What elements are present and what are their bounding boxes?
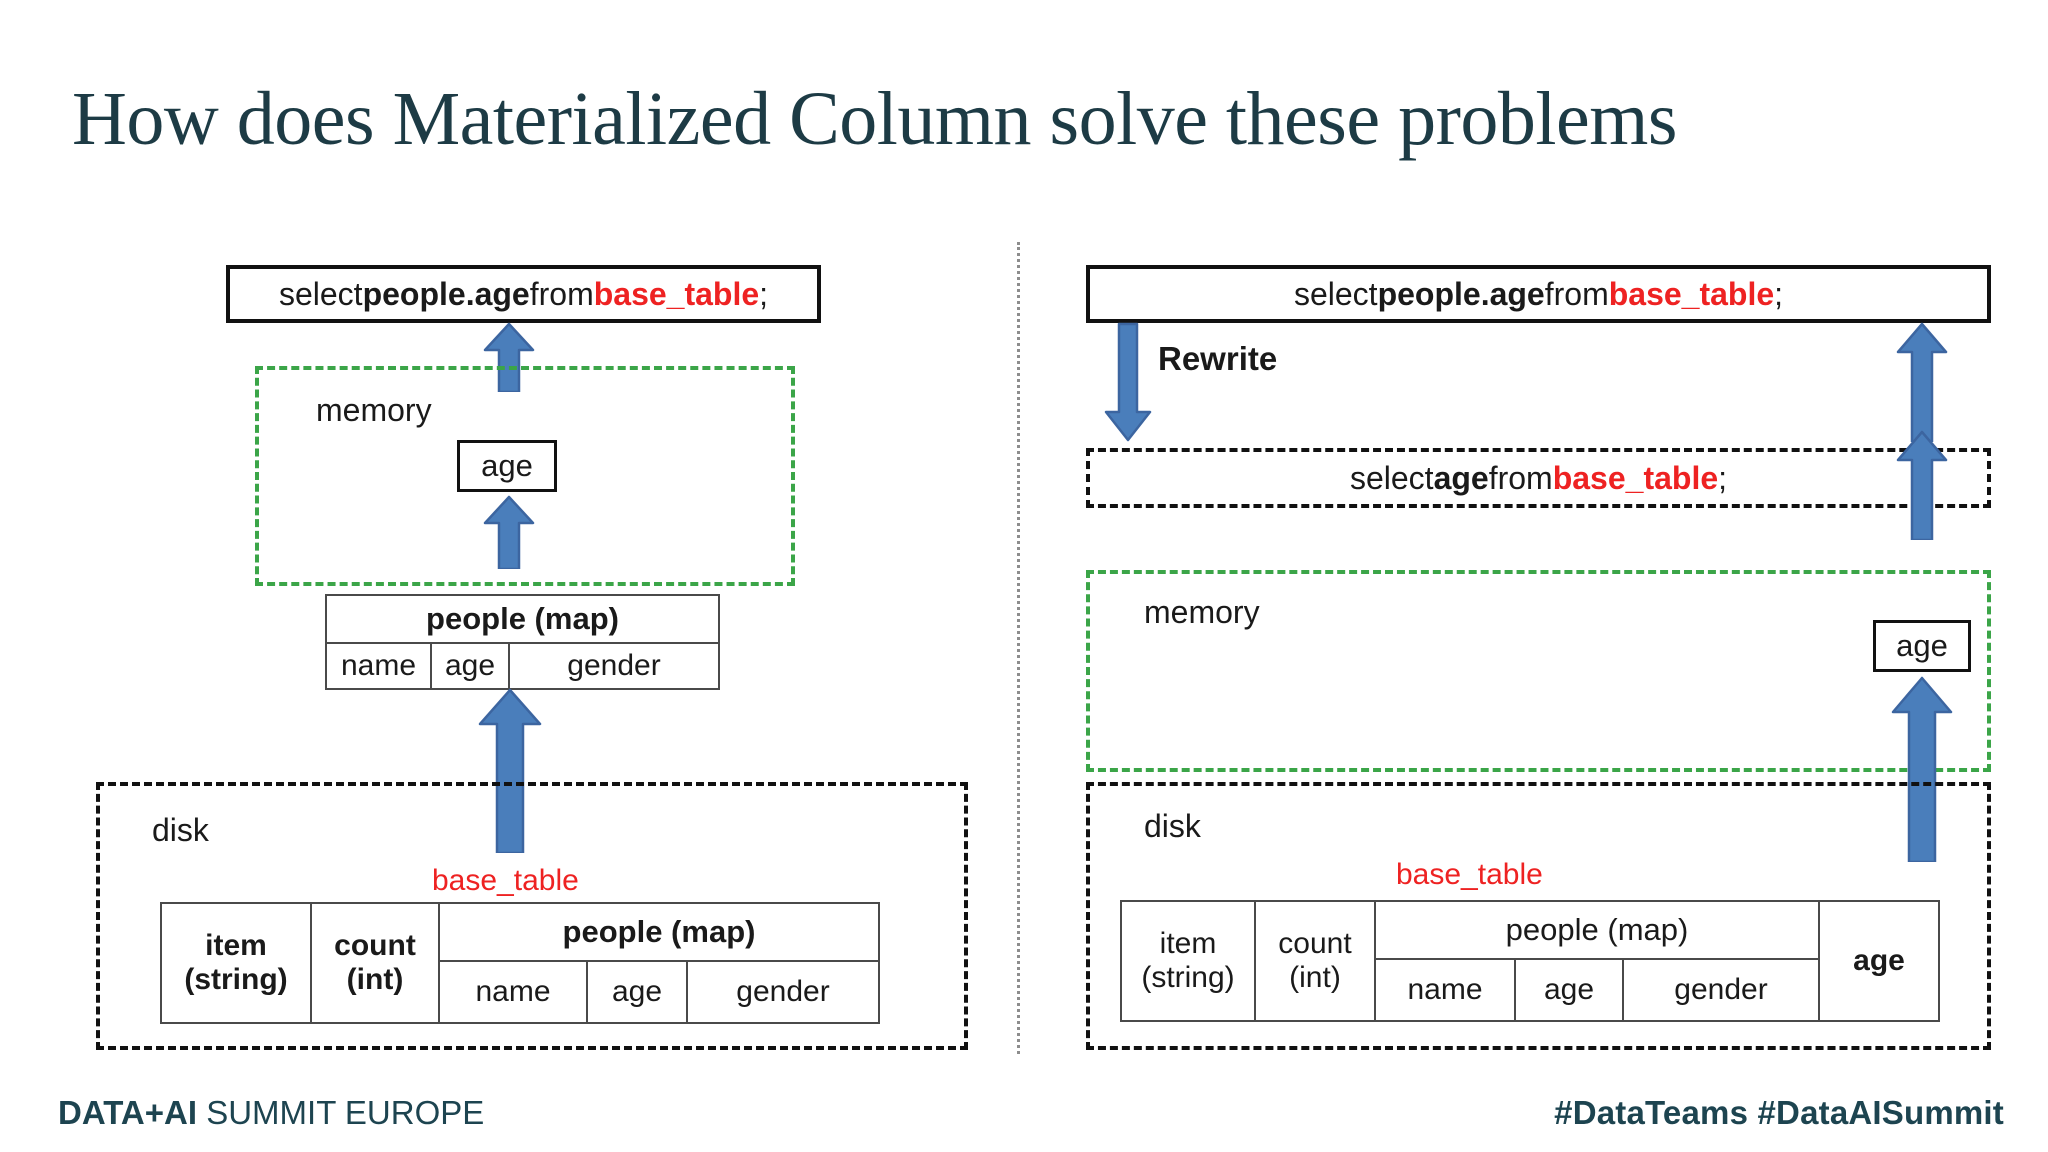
right-memory-zone xyxy=(1086,570,1991,772)
left-disk-sub-age: age xyxy=(588,962,688,1022)
left-memory-map-header: people (map) xyxy=(327,596,718,644)
right-query-middle: from xyxy=(1544,275,1609,312)
right-rewrite-label: Rewrite xyxy=(1158,340,1278,377)
left-disk-table: item (string) count (int) people (map) n… xyxy=(160,902,880,1024)
left-panel-without-materialized-column: select people.age from base_table; memor… xyxy=(0,0,1018,1152)
left-query-column: people.age xyxy=(362,275,530,312)
left-query-middle: from xyxy=(529,275,594,312)
left-memory-sub-age: age xyxy=(432,644,510,688)
left-query-text: select people.age from base_table; xyxy=(230,269,817,319)
right-rewritten-prefix: select xyxy=(1349,459,1434,496)
left-memory-zone xyxy=(255,366,795,586)
left-memory-people-table: people (map) name age gender xyxy=(325,594,720,690)
right-query-column: people.age xyxy=(1377,275,1545,312)
footer-brand-bold: DATA+AI xyxy=(58,1094,198,1131)
left-disk-zone xyxy=(96,782,968,1050)
left-disk-col-count: count (int) xyxy=(312,904,440,1022)
left-memory-age-chip: age xyxy=(457,440,557,492)
left-disk-col-item: item (string) xyxy=(162,904,312,1022)
left-disk-col-count-line1: count xyxy=(334,929,416,963)
right-memory-age-chip: age xyxy=(1873,620,1971,672)
right-disk-col-item: item (string) xyxy=(1122,902,1256,1020)
footer-brand-rest: SUMMIT EUROPE xyxy=(197,1094,485,1131)
right-rewritten-table: base_table xyxy=(1552,459,1719,496)
left-query-box: select people.age from base_table; xyxy=(226,265,821,323)
left-disk-sub-gender: gender xyxy=(736,975,830,1008)
right-arrow-result-to-query xyxy=(1896,322,1948,442)
right-rewritten-column: age xyxy=(1433,459,1489,496)
left-disk-col-count-line2: (int) xyxy=(346,963,404,996)
right-disk-map-header: people (map) xyxy=(1376,902,1818,960)
right-disk-label: disk xyxy=(1144,808,1201,844)
right-disk-col-count: count (int) xyxy=(1256,902,1376,1020)
left-disk-map-header: people (map) xyxy=(440,904,878,962)
right-disk-zone xyxy=(1086,782,1991,1050)
right-disk-col-item-line2: (string) xyxy=(1141,961,1235,994)
right-disk-materialized-age-column: age xyxy=(1853,944,1905,978)
right-disk-table-name: base_table xyxy=(1396,858,1543,891)
left-memory-sub-gender: gender xyxy=(567,649,661,682)
right-disk-col-count-line1: count xyxy=(1278,927,1352,961)
right-disk-sub-age: age xyxy=(1516,960,1624,1020)
footer-hashtags: #DataTeams #DataAISummit xyxy=(1554,1094,2004,1131)
right-rewritten-query-text: select age from base_table; xyxy=(1090,452,1987,504)
left-arrow-disk-to-memory xyxy=(477,688,543,853)
left-disk-sub-name: name xyxy=(440,962,588,1022)
left-arrow-table-to-age xyxy=(483,495,535,569)
right-rewritten-middle: from xyxy=(1488,459,1553,496)
right-query-box: select people.age from base_table; xyxy=(1086,265,1991,323)
right-disk-sub-gender: gender xyxy=(1674,973,1768,1006)
right-disk-col-count-line2: (int) xyxy=(1289,961,1341,994)
right-disk-table: item (string) count (int) people (map) n… xyxy=(1120,900,1940,1022)
right-query-suffix: ; xyxy=(1774,275,1784,312)
right-arrow-rewrite-down xyxy=(1104,322,1152,442)
panel-divider xyxy=(1017,242,1020,1054)
right-disk-sub-name: name xyxy=(1376,960,1516,1020)
right-query-prefix: select xyxy=(1293,275,1378,312)
right-panel-with-materialized-column: select people.age from base_table; Rewri… xyxy=(1018,0,2048,1152)
left-memory-sub-name: name xyxy=(327,644,432,688)
right-arrow-memory-to-rewritten xyxy=(1896,430,1948,540)
left-disk-map-subrow: name age gender xyxy=(440,962,878,1022)
right-rewritten-suffix: ; xyxy=(1718,459,1728,496)
right-arrow-disk-to-memory xyxy=(1890,676,1954,862)
right-query-table: base_table xyxy=(1608,275,1775,312)
footer-brand: DATA+AI SUMMIT EUROPE xyxy=(58,1094,484,1132)
left-query-prefix: select xyxy=(278,275,363,312)
right-disk-map-subrow: name age gender xyxy=(1376,960,1818,1020)
right-memory-label: memory xyxy=(1144,594,1260,630)
right-query-text: select people.age from base_table; xyxy=(1090,269,1987,319)
left-disk-table-name: base_table xyxy=(432,864,579,897)
left-arrow-memory-to-query xyxy=(483,322,535,392)
left-query-suffix: ; xyxy=(759,275,769,312)
left-memory-label: memory xyxy=(316,392,432,428)
left-query-table: base_table xyxy=(593,275,760,312)
right-disk-col-item-line1: item xyxy=(1159,927,1217,961)
page-title: How does Materialized Column solve these… xyxy=(72,77,1677,161)
right-rewritten-query-box: select age from base_table; xyxy=(1086,448,1991,508)
left-disk-col-item-line2: (string) xyxy=(184,963,288,996)
left-disk-col-item-line1: item xyxy=(205,929,267,963)
left-disk-label: disk xyxy=(152,812,209,848)
left-memory-map-subrow: name age gender xyxy=(327,644,718,688)
